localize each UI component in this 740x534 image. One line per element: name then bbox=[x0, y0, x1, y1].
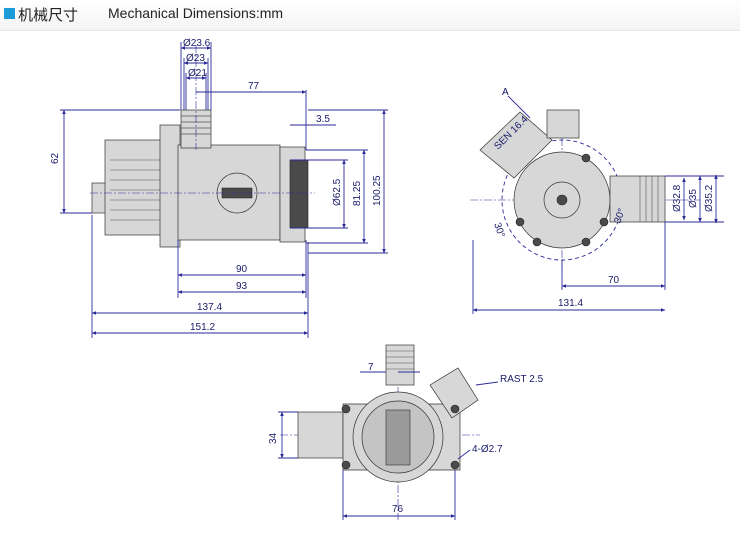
dim-100-25: 100.25 bbox=[372, 175, 383, 206]
screw-icon bbox=[515, 217, 525, 227]
dim-d23-6: Ø23.6 bbox=[183, 38, 211, 49]
connector-block bbox=[479, 111, 553, 179]
screw-icon bbox=[341, 460, 351, 470]
inlet-top bbox=[546, 109, 580, 139]
screw-icon bbox=[450, 460, 460, 470]
dim-angle-left: 30° bbox=[491, 221, 507, 239]
label-a: A bbox=[502, 87, 509, 98]
title-english: Mechanical Dimensions:mm bbox=[108, 5, 284, 21]
outlet-pipe-bottom bbox=[297, 411, 344, 459]
flange-left bbox=[159, 124, 181, 248]
label-rast: RAST 2.5 bbox=[500, 374, 544, 385]
inlet-bottom bbox=[385, 344, 415, 386]
outlet-pipe-front bbox=[609, 175, 666, 223]
screw-icon bbox=[581, 237, 591, 247]
dim-d21: Ø21 bbox=[188, 68, 207, 79]
dim-d35: Ø35 bbox=[688, 189, 699, 208]
dim-d35-2: Ø35.2 bbox=[704, 184, 715, 212]
header-bar: 机械尺寸 Mechanical Dimensions:mm bbox=[0, 0, 740, 31]
dim-3-5: 3.5 bbox=[316, 114, 330, 125]
side-view: Ø23.6 Ø23 Ø21 77 3.5 62 Ø62.5 81.25 100.… bbox=[50, 38, 388, 338]
dim-34: 34 bbox=[268, 432, 279, 444]
dim-81-25: 81.25 bbox=[352, 181, 363, 206]
impeller-blade bbox=[385, 409, 411, 466]
dim-131-4: 131.4 bbox=[558, 298, 583, 309]
title-chinese: 机械尺寸 bbox=[18, 7, 79, 24]
dim-d62-5: Ø62.5 bbox=[332, 178, 343, 206]
dim-holes: 4-Ø2.7 bbox=[472, 444, 503, 455]
dim-d23: Ø23 bbox=[186, 53, 205, 64]
bottom-view: 7 RAST 2.5 34 4-Ø2.7 76 bbox=[268, 344, 544, 520]
shaft bbox=[556, 194, 568, 206]
dim-70: 70 bbox=[608, 275, 620, 286]
screw-icon bbox=[341, 404, 351, 414]
front-view: SEN 16.4 A Ø32.8 Ø35 Ø35.2 30° bbox=[470, 87, 724, 314]
accent-square-icon bbox=[4, 8, 15, 19]
dim-76: 76 bbox=[392, 504, 404, 515]
dim-62: 62 bbox=[50, 152, 61, 164]
dim-d32-8: Ø32.8 bbox=[672, 184, 683, 212]
motor-coil bbox=[104, 139, 166, 236]
dim-93: 93 bbox=[236, 281, 248, 292]
dim-151-2: 151.2 bbox=[190, 322, 215, 333]
screw-icon bbox=[599, 217, 609, 227]
dim-angle-right: 30° bbox=[612, 207, 628, 225]
outlet-ring bbox=[289, 159, 309, 229]
screw-icon bbox=[581, 153, 591, 163]
screw-icon bbox=[532, 237, 542, 247]
screw-icon bbox=[450, 404, 460, 414]
dim-90: 90 bbox=[236, 264, 248, 275]
dim-7: 7 bbox=[368, 362, 374, 373]
dim-77: 77 bbox=[248, 81, 260, 92]
dim-137-4: 137.4 bbox=[197, 302, 222, 313]
connector-bottom bbox=[429, 367, 479, 419]
